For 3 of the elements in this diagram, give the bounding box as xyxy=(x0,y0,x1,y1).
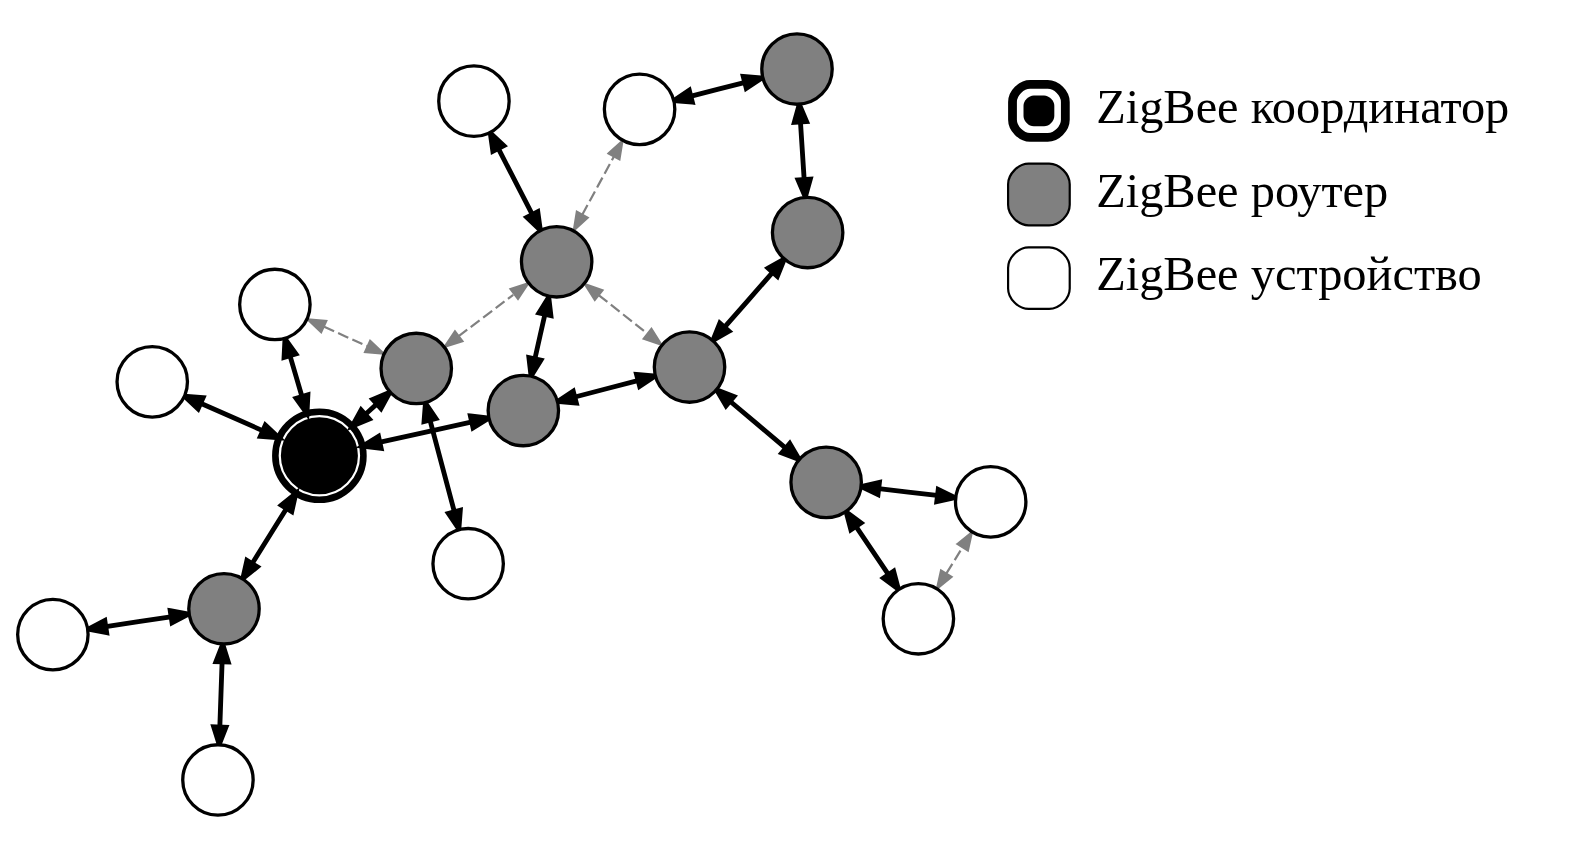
legend-label: ZigBee роутер xyxy=(1096,163,1389,217)
legend-label: ZigBee координатор xyxy=(1096,80,1510,134)
legend-label: ZigBee устройство xyxy=(1096,247,1482,301)
